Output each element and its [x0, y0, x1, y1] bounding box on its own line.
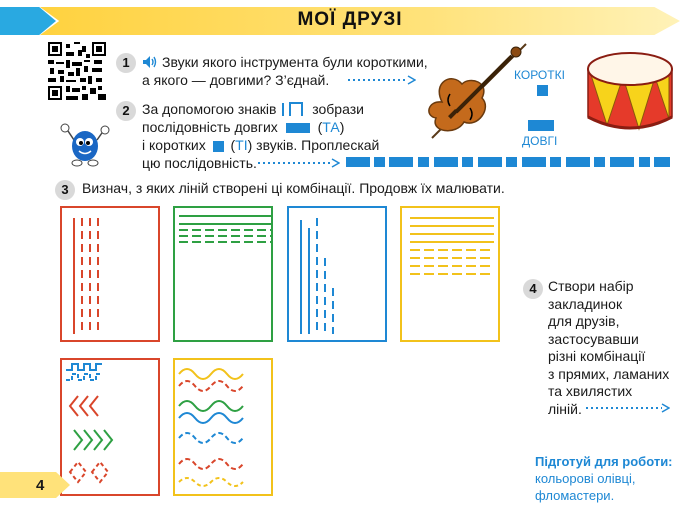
task-2-line-2a: послідовність довгих	[142, 119, 278, 135]
task-3-text: Визнач, з яких ліній створені ці комбіна…	[82, 180, 505, 196]
character-icon	[60, 123, 110, 167]
page-number: 4	[36, 477, 45, 494]
green-lines-pattern	[179, 215, 271, 243]
seq-short	[462, 157, 473, 167]
violin-icon	[428, 43, 527, 139]
task-number-2: 2	[116, 101, 136, 121]
seq-long	[654, 157, 670, 167]
task-2-line-1b: зобрази	[312, 101, 364, 117]
task-2-line-3: і коротких (ТІ) звуків. Проплескай	[142, 136, 379, 155]
task-number-1: 1	[116, 53, 136, 73]
seq-short	[506, 157, 517, 167]
pattern-card-blue-lines	[287, 206, 387, 342]
seq-short	[550, 157, 561, 167]
task-4-line: ліній.	[548, 400, 582, 417]
task-4-line: та хвилястих	[548, 383, 633, 399]
dotted-arrow-2	[258, 158, 340, 168]
prep-bold: Підготуй для роботи:	[535, 454, 673, 469]
task-2-line-4: цю послідовність.	[142, 155, 257, 171]
seq-long	[434, 157, 458, 167]
task-2-line-1: За допомогою знаків зобрази	[142, 100, 364, 119]
header-bar	[40, 7, 680, 35]
seq-short	[639, 157, 650, 167]
task-4-line: для друзів,	[548, 313, 620, 329]
seq-short	[418, 157, 429, 167]
seq-short	[374, 157, 385, 167]
seq-long	[522, 157, 546, 167]
pattern-card-red-lines	[60, 206, 160, 342]
task-4-line: застосувавши	[548, 330, 639, 347]
qr-code-icon[interactable]	[48, 42, 106, 100]
task-1-line-2-text: а якого — довгими? З’єднай.	[142, 72, 330, 88]
task-2-line-2: послідовність довгих (ТА)	[142, 118, 344, 137]
pattern-card-yellow-lines	[400, 206, 500, 342]
seq-long	[610, 157, 634, 167]
sign-icon	[282, 102, 304, 116]
ti-word: ТІ	[235, 137, 248, 153]
task-number-3: 3	[55, 180, 75, 200]
task-1-line-1: Звуки якого інструмента були короткими,	[162, 54, 428, 70]
task-number-4: 4	[523, 279, 543, 299]
drum-icon	[587, 52, 673, 131]
seq-long	[346, 157, 370, 167]
task-4-line: з прямих, ламаних	[548, 365, 670, 382]
label-short: КОРОТКІ	[514, 68, 565, 82]
red-lines-pattern	[73, 218, 99, 334]
ta-word: ТА	[322, 119, 340, 135]
page-title: МОЇ ДРУЗІ	[297, 9, 403, 30]
wave-pattern	[178, 368, 244, 487]
prep-note: Підготуй для роботи: кольорові олівці, ф…	[535, 453, 685, 504]
seq-short	[594, 157, 605, 167]
task-2-line-3b: (	[230, 137, 236, 153]
task-2-line-3a: і коротких	[142, 137, 206, 153]
task-2-line-3d: ) звуків. Проплескай	[247, 137, 380, 153]
task-4-line: Створи набір	[548, 278, 634, 294]
long-bar	[528, 120, 554, 131]
long-sound-icon	[285, 123, 310, 134]
task-2-line-1-text: За допомогою знаків	[142, 101, 277, 117]
zigzag-pattern	[66, 363, 114, 484]
footer-bar	[0, 472, 70, 498]
dotted-arrow	[348, 75, 416, 85]
blue-lines-pattern	[300, 218, 334, 334]
speaker-icon[interactable]	[142, 55, 158, 69]
task-2-line-2d: )	[339, 119, 345, 135]
seq-long	[566, 157, 590, 167]
dotted-arrow-4	[586, 403, 670, 413]
pattern-card-green-lines	[173, 206, 273, 342]
seq-long	[478, 157, 502, 167]
label-long: ДОВГІ	[522, 134, 558, 148]
task-2-line-2b: (	[317, 119, 323, 135]
seq-long	[389, 157, 413, 167]
short-square	[537, 85, 548, 96]
task-4-line: різні комбінації	[548, 348, 646, 364]
task-4-line: закладинок	[548, 295, 623, 312]
yellow-lines-pattern	[410, 217, 494, 275]
pattern-card-red-zigzags	[60, 358, 160, 496]
short-sound-icon	[212, 140, 224, 152]
task-4-text: Створи набір закладинок для друзів, заст…	[548, 278, 669, 418]
pattern-card-waves	[173, 358, 273, 496]
task-1-line-2: а якого — довгими? З’єднай.	[142, 71, 329, 90]
prep-rest: кольорові олівці, фломастери.	[535, 471, 636, 503]
